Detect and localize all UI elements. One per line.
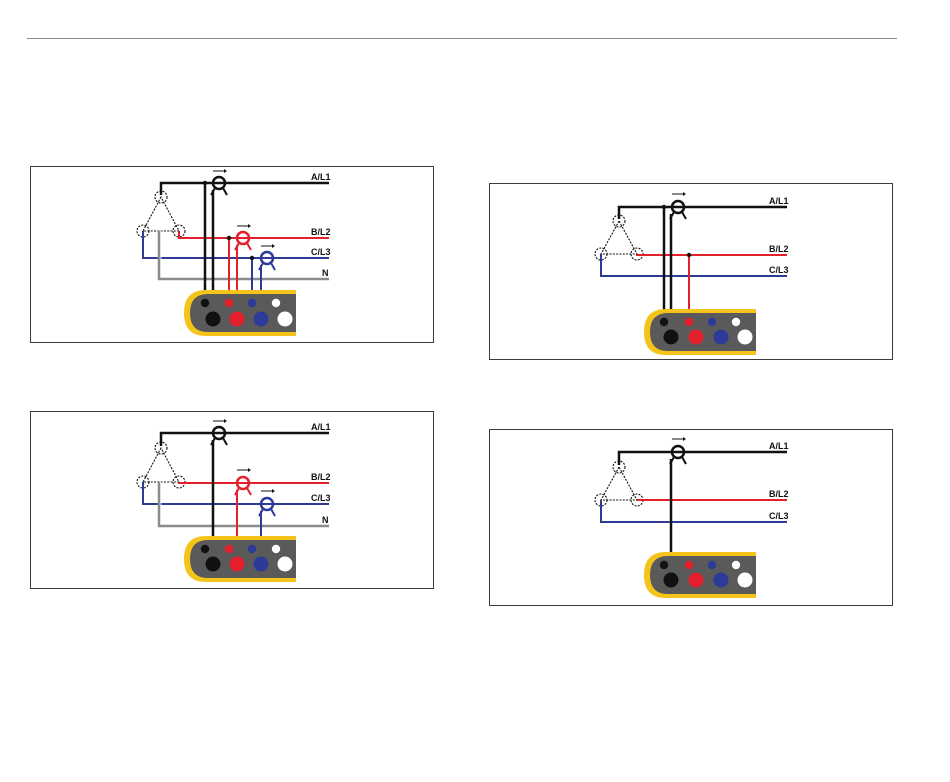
wiring-diagram-2: A/L1 B/L2 C/L3 <box>490 184 893 360</box>
logger-device <box>184 290 296 336</box>
label-a-l1: A/L1 <box>769 196 789 206</box>
label-n: N <box>322 515 329 525</box>
voltage-taps <box>203 181 254 301</box>
label-c-l3: C/L3 <box>311 493 331 503</box>
diagram-panel-3: A/L1 B/L2 C/L3 N <box>30 411 434 589</box>
wye-source-symbol <box>137 442 185 488</box>
logger-device <box>184 536 296 582</box>
label-c-l3: C/L3 <box>769 265 789 275</box>
diagram-panel-2: A/L1 B/L2 C/L3 <box>489 183 893 360</box>
phase-c-line <box>601 500 787 522</box>
logger-device <box>644 309 756 355</box>
phase-a-line <box>161 183 329 195</box>
diagram-panel-4: A/L1 B/L2 C/L3 <box>489 429 893 606</box>
phase-b-line <box>179 231 329 238</box>
label-c-l3: C/L3 <box>769 511 789 521</box>
label-b-l2: B/L2 <box>769 244 789 254</box>
wye-source-symbol <box>137 191 185 237</box>
label-a-l1: A/L1 <box>311 172 331 182</box>
label-b-l2: B/L2 <box>769 489 789 499</box>
wiring-diagram-3: A/L1 B/L2 C/L3 N <box>31 412 434 589</box>
label-a-l1: A/L1 <box>769 441 789 451</box>
label-a-l1: A/L1 <box>311 422 331 432</box>
label-b-l2: B/L2 <box>311 227 331 237</box>
phase-b-line <box>637 254 787 255</box>
phase-a-line <box>619 452 787 465</box>
diagram-panel-1: A/L1 B/L2 C/L3 N <box>30 166 434 343</box>
wiring-diagram-4: A/L1 B/L2 C/L3 <box>490 430 893 606</box>
label-c-l3: C/L3 <box>311 247 331 257</box>
phase-c-line <box>601 254 787 276</box>
wye-source-symbol <box>595 461 643 506</box>
label-b-l2: B/L2 <box>311 472 331 482</box>
label-n: N <box>322 268 329 278</box>
phase-a-line <box>619 207 787 219</box>
phase-a-line <box>161 433 329 446</box>
phase-b-line <box>179 482 329 483</box>
wiring-diagram-1: A/L1 B/L2 C/L3 N <box>31 167 434 343</box>
logger-device <box>644 552 756 598</box>
wye-source-symbol <box>595 215 643 260</box>
page-top-rule <box>27 38 897 39</box>
voltage-taps <box>662 205 691 321</box>
